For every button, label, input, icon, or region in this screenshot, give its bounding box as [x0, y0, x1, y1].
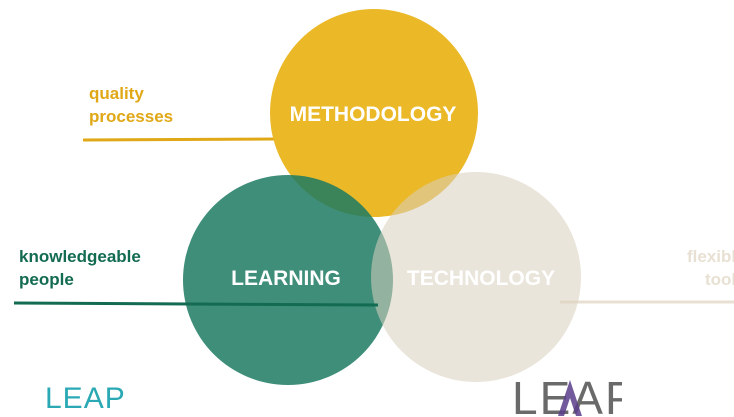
technology-circle [371, 172, 581, 382]
quality-label-line-2: processes [89, 107, 174, 126]
learning-connector-line [13, 301, 379, 307]
leap-logo-right: LEAP [512, 370, 636, 417]
methodology-label: METHODOLOGY [290, 103, 457, 126]
learning-circle [183, 175, 393, 385]
quality-label-line-1: quality [89, 84, 144, 103]
leap-logo-right-mark: LEAP [512, 372, 636, 417]
knowledgeable-people-label: knowledgeable people [19, 245, 141, 291]
tools-label-line-2: tools [705, 270, 734, 289]
technology-label: TECHNOLOGY [407, 267, 555, 290]
tools-label-line-1: flexible [687, 247, 734, 266]
people-label-line-2: people [19, 270, 74, 289]
quality-processes-label: quality processes [89, 82, 173, 128]
flexible-tools-label: flexible tools [675, 245, 734, 291]
methodology-circle [270, 9, 478, 217]
leap-logo-accent-icon [558, 380, 582, 416]
leap-logo-left: LEAP [45, 382, 126, 415]
learning-label: LEARNING [231, 267, 341, 290]
people-label-line-1: knowledgeable [19, 247, 141, 266]
